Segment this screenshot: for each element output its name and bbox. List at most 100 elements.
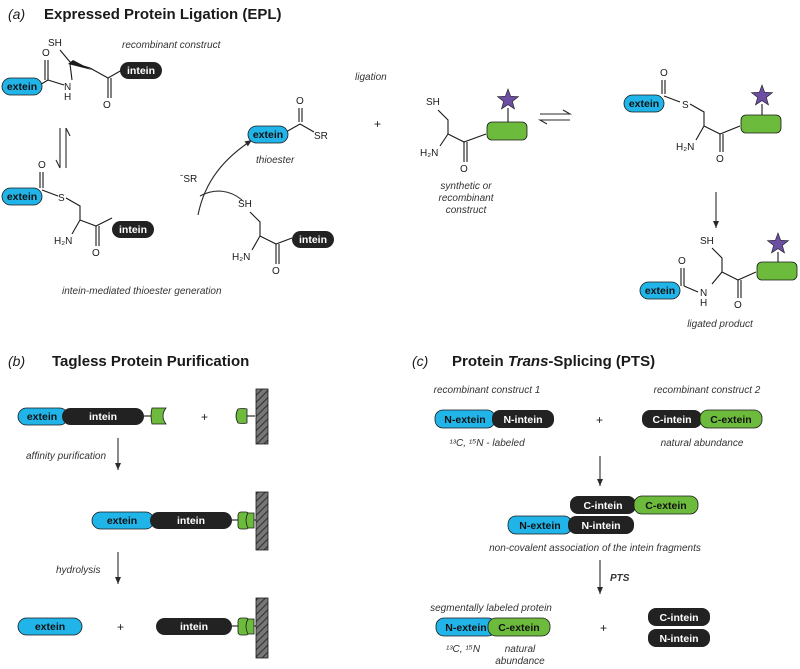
ligated-product-molecule: SH O N H O — [678, 236, 757, 311]
segmentally-labeled-label: segmentally labeled protein — [430, 603, 552, 614]
atom-o-8: O — [660, 68, 668, 79]
recombinant-construct-2-label: recombinant construct 2 — [654, 385, 761, 396]
panel-a-title: Expressed Protein Ligation (EPL) — [44, 6, 282, 23]
c-extein-pill — [633, 495, 699, 515]
extein-pill — [247, 125, 289, 144]
equilibrium-arrow-horizontal — [537, 109, 573, 125]
panel-b-label: (b) — [8, 353, 25, 369]
pts-label: PTS — [610, 573, 630, 584]
extein-pill — [639, 281, 681, 300]
atom-nh-h: H — [64, 92, 71, 103]
plus-sign: + — [201, 410, 208, 424]
thiolysis-arrow — [197, 139, 253, 216]
atom-o-5: O — [296, 96, 304, 107]
natural-label: natural — [505, 644, 536, 655]
cysteine-intein-molecule: SH O H₂N — [232, 199, 293, 277]
atom-sh-2: SH — [238, 199, 252, 210]
atom-o-7: O — [460, 164, 468, 175]
panel-c-title: Protein Trans-Splicing (PTS) — [452, 353, 655, 370]
thioester-linked-molecule: O S O H₂N — [660, 68, 741, 165]
intein-pill — [292, 231, 334, 248]
recombinant-construct-1-label: recombinant construct 1 — [434, 385, 541, 396]
extein-pill-label: extein — [7, 191, 37, 203]
extein-pill — [17, 617, 83, 636]
c-extein-pill — [699, 409, 763, 429]
n-intein-pill — [568, 516, 634, 534]
intein-pill — [62, 408, 144, 425]
n-intein-pill-label: N-intein — [659, 633, 698, 645]
labeled-isotopes-label: ¹³C, ¹⁵N - labeled — [449, 438, 525, 449]
atom-sr: SR — [314, 131, 328, 142]
green-tag-block — [740, 114, 782, 134]
extein-pill-label: extein — [7, 81, 37, 93]
atom-s-2: S — [682, 100, 689, 111]
isotopes-label: ¹³C, ¹⁵N — [446, 644, 481, 655]
natural-abundance-label: natural abundance — [661, 438, 744, 449]
n-intein-pill — [648, 629, 710, 647]
green-tag-block — [756, 261, 798, 281]
hatched-resin-icon — [255, 597, 269, 659]
hydrolysis-label: hydrolysis — [56, 565, 100, 576]
atom-h2n: H₂N — [54, 236, 72, 247]
n-intein-pill — [492, 410, 554, 428]
synthetic-construct-label-2: recombinant — [438, 193, 494, 204]
c-intein-pill — [648, 608, 710, 626]
atom-s: S — [58, 193, 65, 204]
atom-o-3: O — [38, 160, 46, 171]
n-extein-pill-label: N-extein — [444, 414, 485, 426]
c-extein-pill — [487, 617, 551, 637]
atom-o-6: O — [272, 266, 280, 277]
atom-o-2: O — [42, 48, 50, 59]
ligated-product-label: ligated product — [687, 319, 754, 330]
panel-c-title-pre: Protein — [452, 353, 508, 370]
synthetic-construct-label-3: construct — [446, 205, 488, 216]
intein-pill — [112, 221, 154, 238]
extein-pill-label: extein — [645, 285, 675, 297]
n-extein-pill-label: N-extein — [519, 520, 560, 532]
extein-pill-label: extein — [107, 515, 137, 527]
synthetic-construct-molecule: SH O H₂N — [420, 97, 487, 175]
atom-h2n-4: H₂N — [676, 142, 694, 153]
affinity-purification-label: affinity purification — [26, 451, 106, 462]
synthetic-construct-label-1: synthetic or — [440, 181, 492, 192]
affinity-tag — [150, 407, 167, 425]
c-extein-pill-label: C-extein — [645, 500, 686, 512]
intein-pill-label: intein — [127, 65, 155, 77]
plus-sign: + — [600, 621, 607, 635]
extein-pill — [1, 77, 43, 96]
c-intein-pill-label: C-intein — [652, 414, 691, 426]
intein-pill — [156, 618, 232, 635]
atom-sh: SH — [48, 38, 62, 49]
intein-pill — [120, 62, 162, 79]
extein-pill-label: extein — [629, 98, 659, 110]
extein-pill — [1, 187, 43, 206]
plus-sign: + — [374, 117, 381, 131]
atom-o-11: O — [678, 256, 686, 267]
c-intein-pill — [642, 410, 702, 428]
atom-o-10: O — [734, 300, 742, 311]
panel-b-title: Tagless Protein Purification — [52, 353, 249, 370]
thioester-label: thioester — [256, 155, 295, 166]
n-intein-pill-label: N-intein — [581, 520, 620, 532]
abundance-label: abundance — [495, 656, 545, 667]
extein-pill — [623, 94, 665, 113]
recombinant-construct-molecule: SH O N H O — [37, 38, 123, 111]
atom-o-4: O — [92, 248, 100, 259]
panel-a-label: (a) — [8, 6, 25, 22]
c-extein-pill-label: C-extein — [710, 414, 751, 426]
resin-ligand — [245, 618, 255, 635]
leaving-group-label: ˉSR — [180, 174, 197, 185]
c-intein-pill-label: C-intein — [583, 500, 622, 512]
c-intein-pill — [570, 496, 636, 514]
intein-pill — [150, 512, 232, 529]
intein-pill-label: intein — [299, 234, 327, 246]
intein-pill-label: intein — [180, 621, 208, 633]
resin-ligand — [245, 512, 255, 529]
n-extein-pill-label: N-extein — [445, 622, 486, 634]
ligation-label: ligation — [355, 72, 387, 83]
atom-nh-h-2: H — [700, 298, 707, 309]
intein-pill-label: intein — [177, 515, 205, 527]
recombinant-construct-label: recombinant construct — [122, 40, 222, 51]
